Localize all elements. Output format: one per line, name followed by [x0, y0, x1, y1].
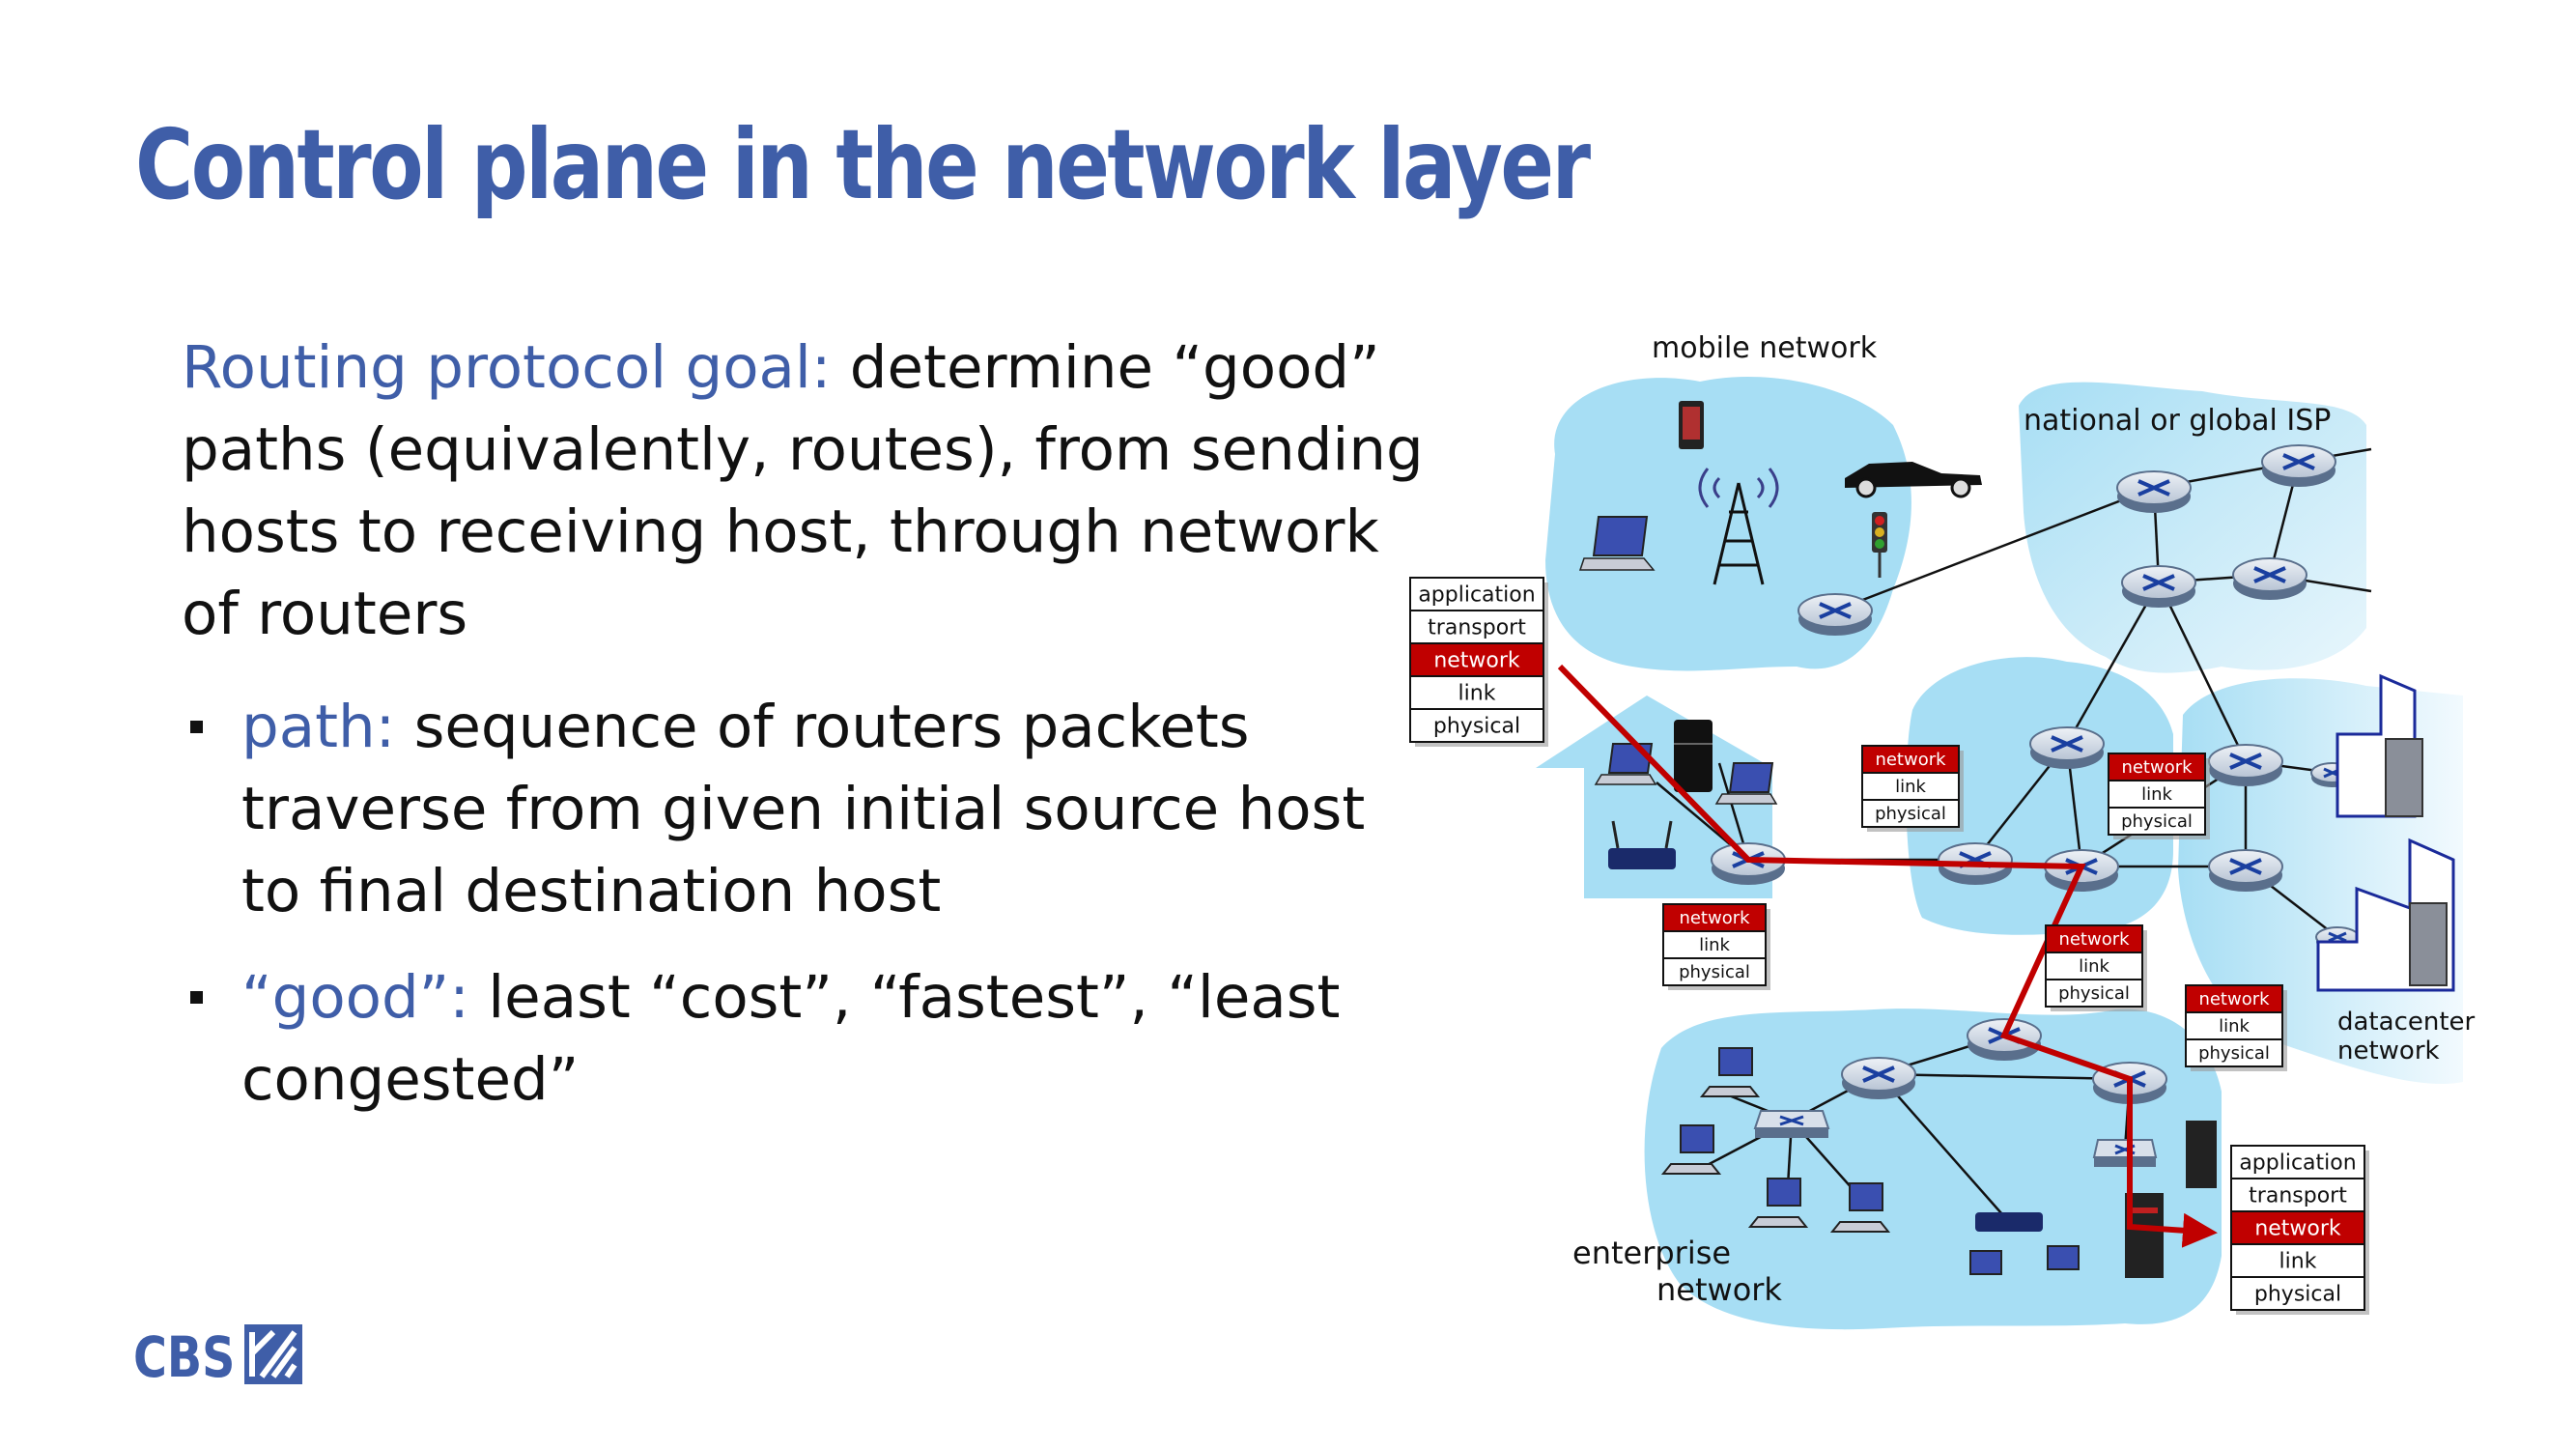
source-host-protocol-stack: application transport network link physical: [1409, 577, 1548, 747]
switch-icon: [1753, 1110, 1830, 1138]
stack-layer-physical: physical: [2254, 1282, 2341, 1306]
stack-layer-network: network: [1433, 648, 1520, 672]
destination-host-protocol-stack: application transport network link physical: [2230, 1145, 2369, 1315]
stack-layer-network: network: [1875, 750, 1946, 770]
enterprise-label-line2: network: [1656, 1271, 1782, 1308]
stack-layer-link: link: [1458, 681, 1496, 705]
stack-layer-transport: transport: [2249, 1183, 2347, 1208]
router-icon: [1841, 1057, 1916, 1099]
wifi-router-icon: [1608, 820, 1676, 869]
route-path: [1557, 664, 2218, 1248]
mobile-network-label: mobile network: [1652, 331, 1878, 365]
datacenter-label-line2: network: [2337, 1037, 2440, 1065]
bullet-marker: [190, 721, 203, 733]
laptop-icon: [1578, 516, 1656, 571]
cbs-logo: CBS: [133, 1324, 302, 1389]
stack-layer-physical: physical: [1875, 804, 1946, 824]
routing-goal-text: determine “good” paths (equivalently, ro…: [182, 333, 1424, 648]
stack-layer-box: [1861, 745, 1960, 774]
stack-layer-network: network: [2121, 757, 2193, 778]
slide-title: Control plane in the network layer: [135, 108, 1591, 221]
routing-goal-paragraph: Routing protocol goal: determine “good” …: [182, 327, 1437, 655]
datacenter-label-line1: datacenter: [2337, 1008, 2476, 1037]
stack-layer-link: link: [2141, 784, 2172, 805]
bullet-good-text: least “cost”, “fastest”, “least congeste…: [241, 963, 1341, 1114]
stack-layer-box: [1409, 642, 1544, 677]
bullet-good-label: “good”:: [241, 963, 469, 1032]
router-protocol-stack: network link physical: [2045, 924, 2147, 1011]
cbs-logo-mark-icon: [244, 1324, 302, 1384]
stack-layer-box: [1662, 930, 1767, 959]
stack-layer-network: network: [1679, 908, 1750, 928]
cbs-logo-text: CBS: [133, 1324, 235, 1389]
stack-layer-box: [1861, 799, 1960, 828]
router-protocol-stack: network link physical: [1662, 903, 1770, 990]
home-network-house: [1536, 696, 1772, 898]
stack-layer-physical: physical: [2198, 1043, 2270, 1064]
stack-layer-physical: physical: [1433, 714, 1520, 738]
cell-tower-icon: [1698, 468, 1779, 585]
isp-label: national or global ISP: [2024, 404, 2331, 438]
network-diagram: mobile network national or global ISP da…: [1409, 331, 2476, 1330]
router-icon: [2208, 849, 2283, 892]
wifi-router-icon: [1975, 1212, 2043, 1232]
enterprise-label-line1: enterprise: [1572, 1235, 1731, 1271]
desktop-computers: [1660, 1047, 2080, 1275]
stack-layer-box: [1409, 708, 1544, 743]
phone-icon: [1679, 401, 1704, 449]
stack-layer-box: [1662, 957, 1767, 986]
stack-layer-box: [1409, 577, 1544, 611]
stack-layer-box: [2185, 1038, 2283, 1067]
router-icon: [2232, 557, 2307, 600]
bullet-path: path: sequence of routers packets traver…: [190, 686, 1430, 932]
fridge-icon: [1674, 720, 1713, 792]
stack-layer-application: application: [1418, 582, 1535, 607]
stack-layer-box: [2230, 1145, 2365, 1179]
router-protocol-stack: network link physical: [2108, 753, 2210, 839]
stack-layer-link: link: [2079, 956, 2109, 977]
stack-layer-transport: transport: [1428, 615, 1526, 639]
router-icon: [2029, 726, 2105, 769]
router-protocol-stack: network link physical: [2185, 984, 2287, 1071]
server-rack-icon: [2125, 738, 2448, 1278]
stack-layer-box: [2230, 1276, 2365, 1311]
car-icon: [1845, 462, 1982, 498]
stack-layer-link: link: [1699, 935, 1730, 955]
stack-layer-physical: physical: [2058, 983, 2130, 1004]
bullet-path-label: path:: [241, 693, 396, 761]
stack-layer-application: application: [2239, 1151, 2356, 1175]
traffic-light-icon: [1872, 512, 1887, 578]
bullet-path-text: sequence of routers packets traverse fro…: [241, 693, 1366, 925]
stack-layer-network: network: [2058, 929, 2130, 950]
switch-icon: [2092, 1139, 2158, 1167]
stack-layer-link: link: [2219, 1016, 2250, 1037]
router-protocol-stack: network link physical: [1861, 745, 1964, 832]
stack-layer-box: [1861, 772, 1960, 801]
router-icon: [1967, 1018, 2042, 1061]
bullet-marker: [190, 991, 203, 1004]
router-icon: [2121, 565, 2196, 608]
router-icon: [2208, 744, 2283, 786]
stack-layer-box: [1409, 610, 1544, 644]
stack-layer-box: [2045, 952, 2143, 980]
stack-layer-box: [2045, 979, 2143, 1008]
stack-layer-box: [2230, 1243, 2365, 1278]
routing-goal-label: Routing protocol goal:: [182, 333, 832, 402]
stack-layer-box: [2230, 1210, 2365, 1245]
protocol-stacks: applicationtransportnetworklinkphysicala…: [1409, 577, 2369, 1315]
stack-layer-link: link: [1895, 777, 1926, 797]
laptop-icon: [1714, 762, 1778, 805]
stack-layer-network: network: [2198, 989, 2270, 1009]
stack-layer-box: [2108, 807, 2206, 836]
router-icon: [2261, 444, 2336, 487]
router-icon: [1711, 842, 1786, 885]
bullet-good: “good”: least “cost”, “fastest”, “least …: [190, 956, 1430, 1121]
router-icon: [1798, 593, 1873, 636]
stack-layer-link: link: [2279, 1249, 2317, 1273]
stack-layer-physical: physical: [1679, 962, 1750, 982]
stack-layer-network: network: [2254, 1216, 2341, 1240]
router-icon: [2116, 470, 2192, 513]
stack-layer-physical: physical: [2121, 811, 2193, 832]
stack-layer-box: [2108, 780, 2206, 809]
